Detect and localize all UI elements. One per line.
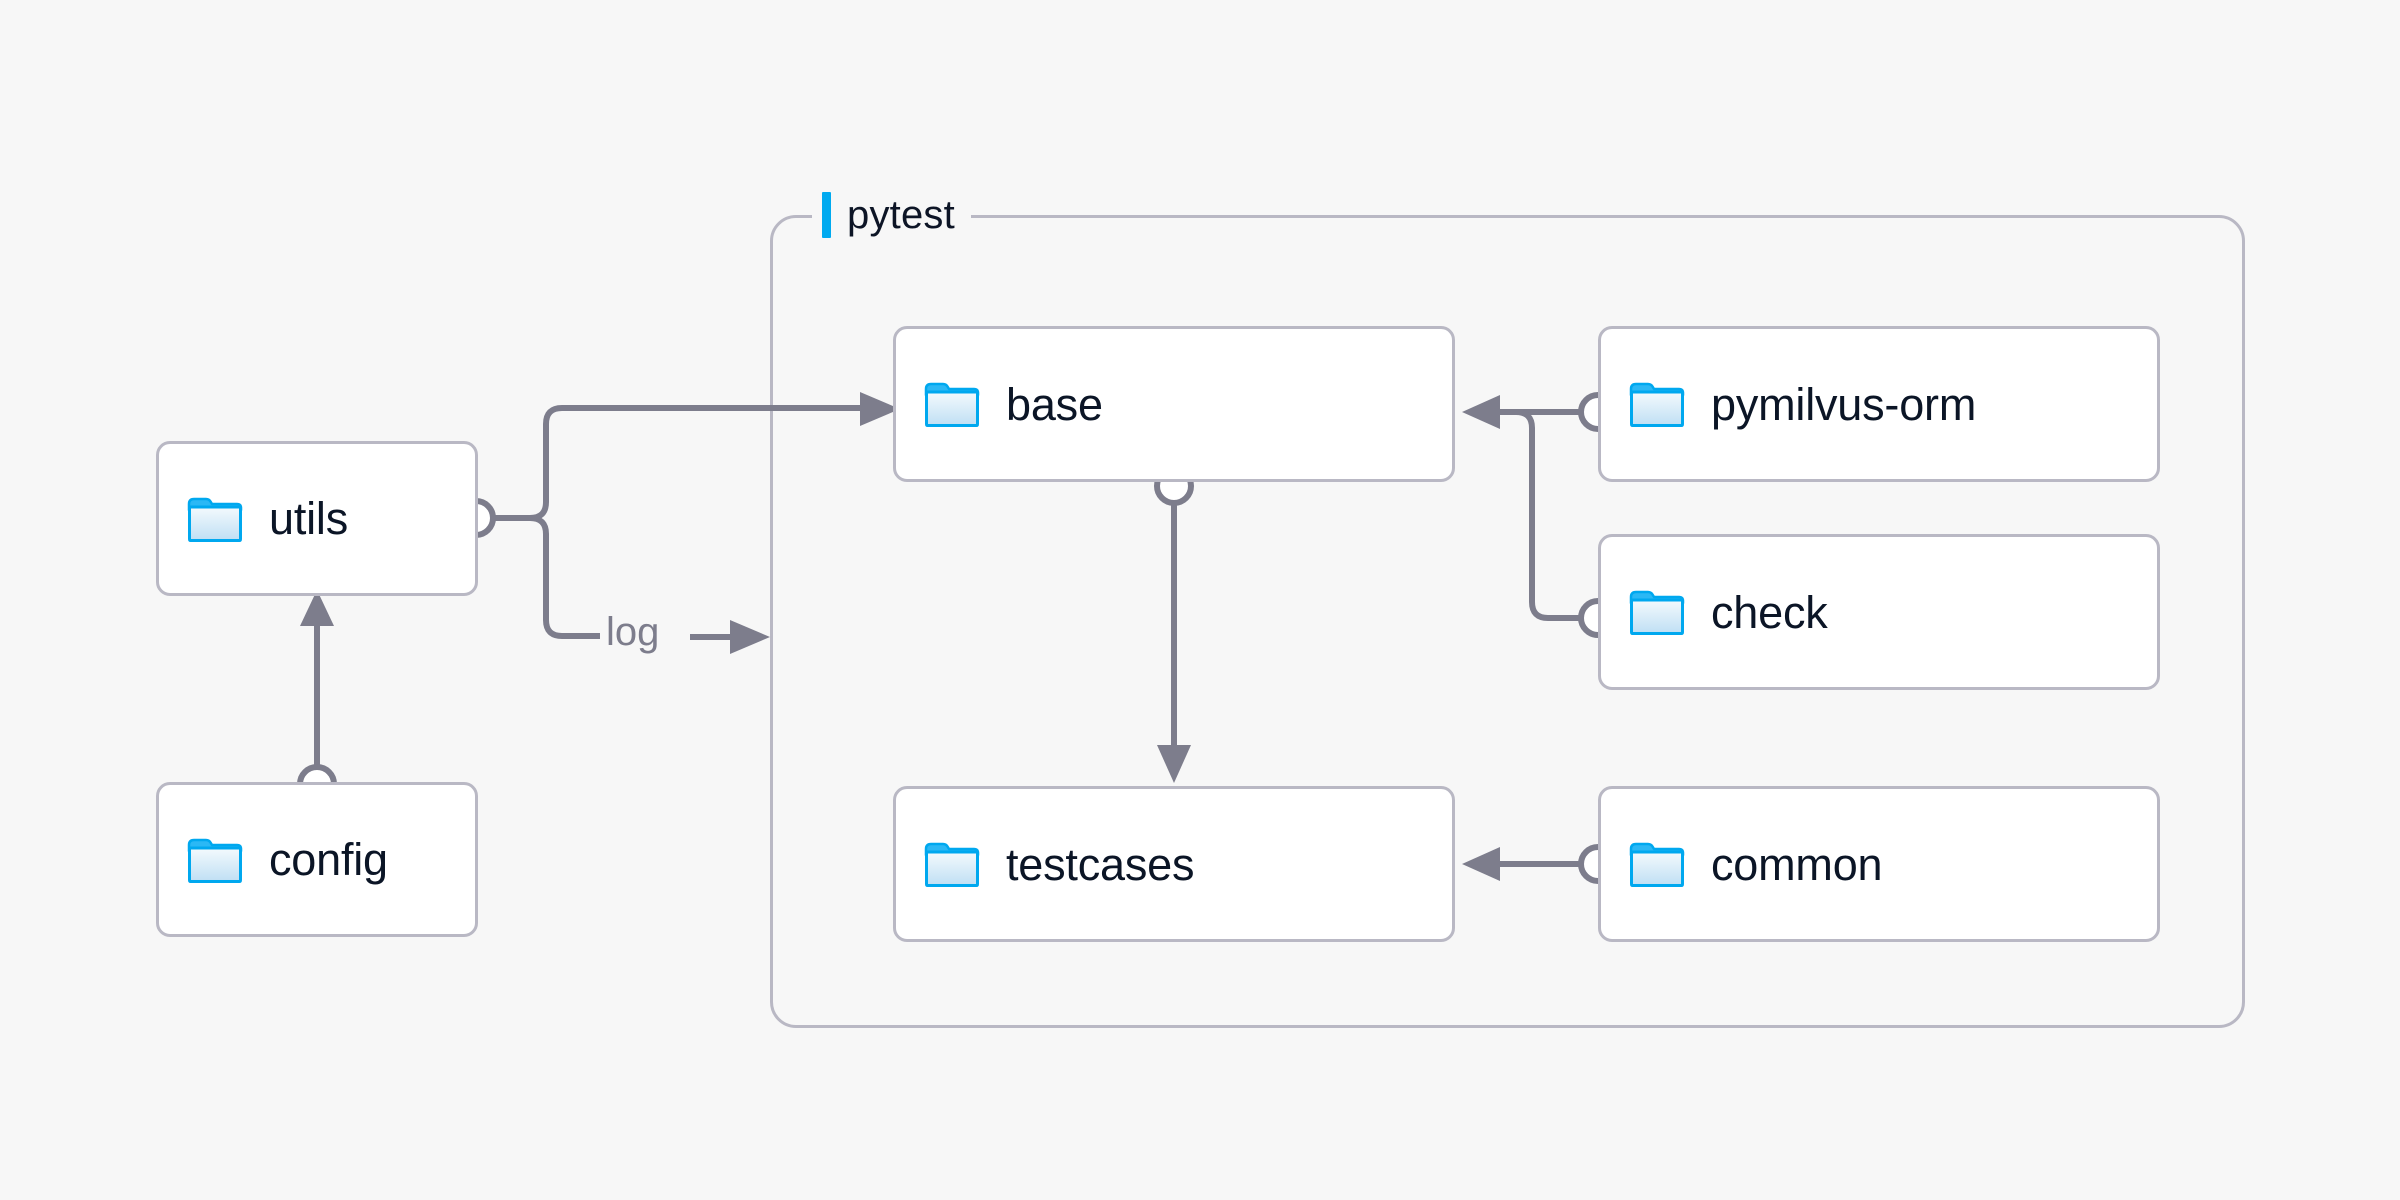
node-label: testcases: [1006, 838, 1195, 890]
arrowhead-icon: [730, 620, 770, 654]
folder-icon: [1629, 590, 1685, 635]
node-check[interactable]: check: [1598, 534, 2160, 690]
group-accent-bar-icon: [822, 192, 831, 238]
folder-icon: [924, 842, 980, 887]
node-label: base: [1006, 378, 1103, 430]
node-label: utils: [269, 493, 349, 544]
node-base[interactable]: base: [893, 326, 1455, 482]
node-label: pymilvus-orm: [1711, 378, 1977, 430]
group-container-pytest[interactable]: [770, 215, 2245, 1028]
folder-icon: [924, 382, 980, 427]
folder-icon: [1629, 382, 1685, 427]
node-pymilvus-orm[interactable]: pymilvus-orm: [1598, 326, 2160, 482]
node-label: config: [269, 834, 388, 885]
group-label-text: pytest: [847, 192, 955, 237]
node-config[interactable]: config: [156, 782, 478, 937]
node-common[interactable]: common: [1598, 786, 2160, 942]
folder-icon: [187, 497, 243, 542]
node-utils[interactable]: utils: [156, 441, 478, 596]
group-label-pytest: pytest: [812, 192, 971, 238]
folder-icon: [1629, 842, 1685, 887]
node-label: common: [1711, 838, 1883, 890]
edge-label-log: log: [600, 612, 666, 652]
node-label: check: [1711, 586, 1828, 638]
node-testcases[interactable]: testcases: [893, 786, 1455, 942]
folder-icon: [187, 838, 243, 883]
edge-config-to-utils[interactable]: [300, 590, 334, 770]
